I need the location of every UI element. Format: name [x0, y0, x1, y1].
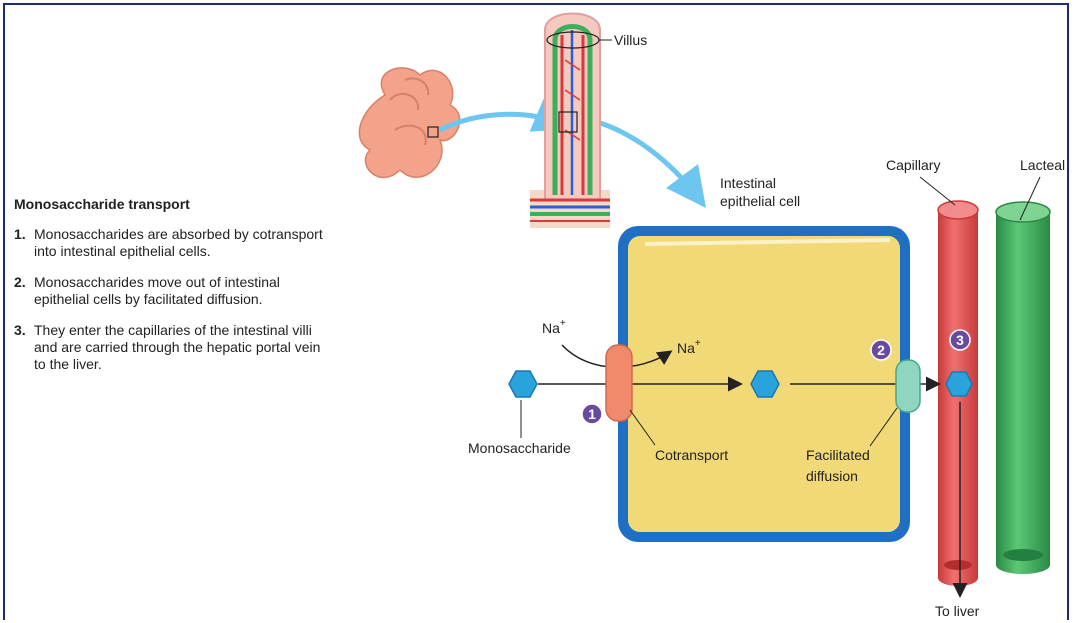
label-intestinal-cell-2: epithelial cell — [720, 193, 800, 209]
small-intestine-illustration — [359, 68, 459, 177]
svg-text:3: 3 — [956, 332, 964, 348]
label-intestinal-cell-1: Intestinal — [720, 175, 776, 191]
label-to-liver: To liver — [935, 603, 980, 619]
label-facilitated-1: Facilitated — [806, 447, 870, 463]
step-marker-1: 1 — [582, 404, 602, 424]
lacteal-vessel — [996, 202, 1050, 574]
villus-illustration — [530, 14, 612, 229]
step-marker-3: 3 — [950, 330, 970, 350]
monosaccharide-in-capillary — [946, 372, 972, 396]
cotransporter-protein — [606, 345, 632, 421]
label-facilitated-2: diffusion — [806, 468, 858, 484]
label-monosaccharide: Monosaccharide — [468, 440, 571, 456]
monosaccharide-in-cell — [751, 371, 779, 397]
monosaccharide-outside — [509, 371, 537, 397]
label-na-outside: Na+ — [542, 318, 566, 336]
svg-text:1: 1 — [588, 406, 596, 422]
zoom-arrow-2 — [590, 120, 700, 200]
label-lacteal: Lacteal — [1020, 157, 1065, 173]
label-villus: Villus — [614, 32, 647, 48]
svg-text:2: 2 — [877, 342, 885, 358]
label-capillary: Capillary — [886, 157, 940, 173]
label-cotransport: Cotransport — [655, 447, 728, 463]
facilitated-diffusion-channel — [896, 360, 920, 412]
step-marker-2: 2 — [871, 340, 891, 360]
